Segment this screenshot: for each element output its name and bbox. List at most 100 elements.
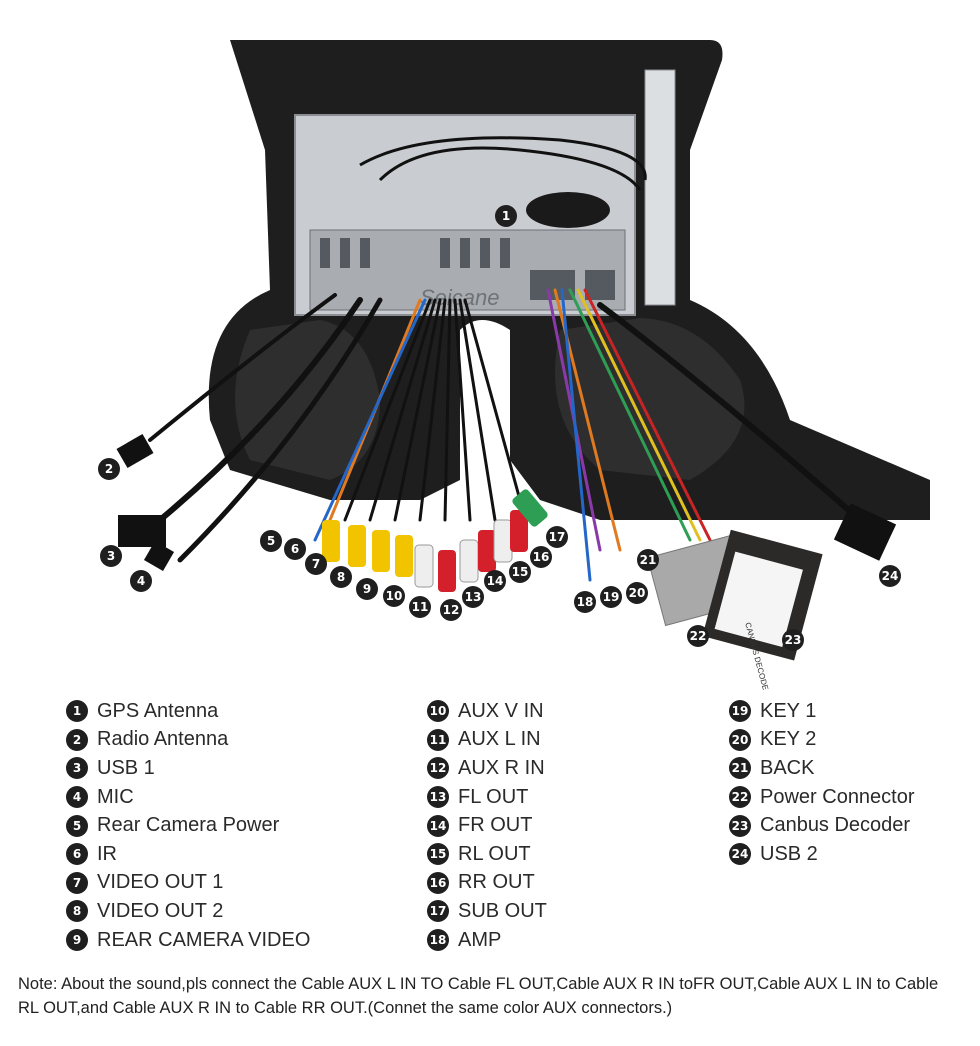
legend-number: 20	[729, 728, 751, 751]
legend-number: 4	[66, 786, 88, 809]
legend-number: 2	[66, 728, 88, 751]
legend-item: 9 REAR CAMERA VIDEO	[66, 926, 310, 955]
legend-number: 8	[66, 900, 88, 923]
mic-plug	[143, 540, 175, 572]
legend-label: MIC	[97, 785, 134, 808]
callout-12: 12	[440, 599, 462, 621]
legend-item: 8 VIDEO OUT 2	[66, 897, 310, 926]
callout-10: 10	[383, 585, 405, 607]
legend-number: 14	[427, 814, 449, 837]
callout-13: 13	[462, 586, 484, 608]
legend-label: KEY 1	[760, 699, 817, 722]
legend-number: 12	[427, 757, 449, 780]
legend-label: FL OUT	[458, 785, 529, 808]
callout-4: 4	[130, 570, 152, 592]
legend-item: 3 USB 1	[66, 754, 310, 783]
callout-11: 11	[409, 596, 431, 618]
legend-number: 23	[729, 814, 751, 837]
legend-item: 7 VIDEO OUT 1	[66, 869, 310, 898]
legend-item: 2 Radio Antenna	[66, 726, 310, 755]
legend-number: 11	[427, 728, 449, 751]
callout-8: 8	[330, 566, 352, 588]
rca-rear-camera-video	[372, 530, 390, 572]
legend-number: 18	[427, 929, 449, 952]
legend-label: Rear Camera Power	[97, 814, 280, 837]
legend-label: Power Connector	[760, 785, 915, 808]
legend-number: 15	[427, 843, 449, 866]
legend-item: 19 KEY 1	[729, 697, 915, 726]
legend-label: IR	[97, 842, 117, 865]
head-unit-wiring-photo: Seicane	[116, 40, 930, 690]
legend-number: 24	[729, 843, 751, 866]
rca-aux-r-in	[438, 550, 456, 592]
callout-21: 21	[637, 549, 659, 571]
legend-label: AMP	[458, 928, 502, 951]
callout-16: 16	[530, 546, 552, 568]
legend-item: 4 MIC	[66, 783, 310, 812]
callout-6: 6	[284, 538, 306, 560]
callout-17: 17	[546, 526, 568, 548]
callout-14: 14	[484, 570, 506, 592]
callout-5: 5	[260, 530, 282, 552]
rca-video-out-2	[348, 525, 366, 567]
callout-18: 18	[574, 591, 596, 613]
legend-item: 1 GPS Antenna	[66, 697, 310, 726]
rca-rl-out	[493, 519, 513, 563]
legend-column-3: 19 KEY 1 20 KEY 2 21 BACK 22 Power Connector…	[729, 697, 915, 869]
rca-video-out-1	[322, 520, 340, 562]
callout-20: 20	[626, 582, 648, 604]
legend-number: 9	[66, 929, 88, 952]
legend-label: VIDEO OUT 1	[97, 871, 224, 894]
legend-label: RL OUT	[458, 842, 531, 865]
legend-number: 22	[729, 786, 751, 809]
rca-rr-out	[510, 510, 528, 552]
legend-number: 19	[729, 700, 751, 723]
legend-number: 6	[66, 843, 88, 866]
legend-label: USB 2	[760, 842, 818, 865]
legend-label: REAR CAMERA VIDEO	[97, 928, 311, 951]
legend-number: 3	[66, 757, 88, 780]
callout-24: 24	[879, 565, 901, 587]
callout-3: 3	[100, 545, 122, 567]
legend-item: 22 Power Connector	[729, 783, 915, 812]
usb2-plug	[833, 503, 897, 561]
legend-number: 7	[66, 871, 88, 894]
legend-label: USB 1	[97, 756, 155, 779]
callout-22: 22	[687, 625, 709, 647]
legend-label: KEY 2	[760, 728, 817, 751]
callout-7: 7	[305, 553, 327, 575]
legend-number: 21	[729, 757, 751, 780]
legend-item: 21 BACK	[729, 754, 915, 783]
legend-item: 15 RL OUT	[427, 840, 547, 869]
rca-aux-l-in	[414, 544, 434, 588]
legend-item: 13 FL OUT	[427, 783, 547, 812]
legend-item: 11 AUX L IN	[427, 726, 547, 755]
legend-number: 10	[427, 700, 449, 723]
legend-item: 6 IR	[66, 840, 310, 869]
legend-label: Radio Antenna	[97, 728, 229, 751]
rca-aux-v-in	[395, 535, 413, 577]
legend-label: GPS Antenna	[97, 699, 219, 722]
radio-antenna-plug	[116, 433, 154, 469]
legend-number: 13	[427, 786, 449, 809]
legend-label: VIDEO OUT 2	[97, 899, 224, 922]
callout-9: 9	[356, 578, 378, 600]
gps-antenna-puck	[526, 192, 610, 228]
callout-19: 19	[600, 586, 622, 608]
sound-connection-note: Note: About the sound,pls connect the Ca…	[18, 975, 939, 1017]
legend-label: AUX L IN	[458, 728, 541, 751]
legend-item: 20 KEY 2	[729, 726, 915, 755]
legend-item: 18 AMP	[427, 926, 547, 955]
rca-fl-out	[459, 539, 479, 583]
legend-label: Canbus Decoder	[760, 814, 911, 837]
legend-label: BACK	[760, 756, 815, 779]
legend-item: 23 Canbus Decoder	[729, 811, 915, 840]
legend-number: 1	[66, 700, 88, 723]
